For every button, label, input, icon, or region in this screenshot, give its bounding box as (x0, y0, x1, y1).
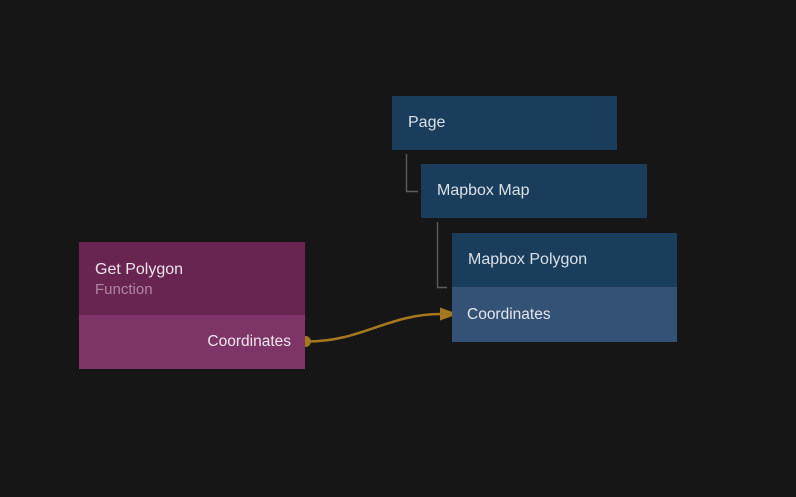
connection-wire[interactable] (305, 312, 443, 343)
port-coordinates-output[interactable]: Coordinates (79, 315, 305, 369)
port-coordinates-input[interactable]: Coordinates (452, 287, 677, 342)
node-get-polygon[interactable]: Get Polygon Function Coordinates (79, 242, 305, 369)
node-mapbox-polygon[interactable]: Mapbox Polygon Coordinates (452, 233, 677, 342)
node-mapbox-map-title: Mapbox Map (437, 182, 530, 199)
node-mapbox-map[interactable]: Mapbox Map (421, 164, 647, 218)
tree-connector-page-to-mapbox-map (405, 154, 418, 193)
port-coordinates-input-label: Coordinates (467, 305, 551, 323)
tree-connector-mapbox-map-to-mapbox-polygon (436, 222, 447, 289)
node-get-polygon-subtitle: Function (95, 281, 153, 298)
node-page-title: Page (408, 114, 446, 131)
node-page[interactable]: Page (392, 96, 617, 150)
node-mapbox-polygon-title: Mapbox Polygon (468, 251, 588, 268)
port-coordinates-output-label: Coordinates (207, 333, 291, 350)
node-get-polygon-title: Get Polygon (95, 261, 184, 278)
